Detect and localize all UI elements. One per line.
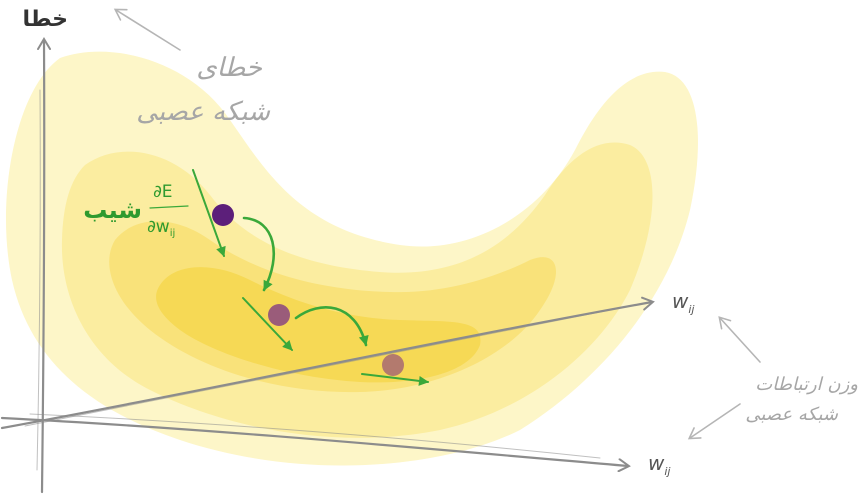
gradient-fraction-line — [149, 205, 189, 209]
vertical-axis — [37, 37, 52, 494]
weights-note-line2: شبکه عصبی — [745, 404, 839, 425]
error-note-line2: شبکه عصبی — [136, 97, 271, 127]
gradient-label: شیب — [83, 196, 142, 224]
horizontal-axis-bottom — [0, 416, 631, 473]
weights-note-line1: وزن ارتباطات — [755, 374, 858, 395]
descent-point-2 — [268, 304, 290, 326]
gradient-arrow-2 — [242, 297, 293, 351]
bottom-axis-label-sub: ij — [664, 465, 671, 478]
gradient-denominator-main: ∂w — [147, 217, 170, 237]
diagonal-axis-label-main: w — [672, 289, 689, 313]
weights-note-arrow-down — [687, 403, 741, 440]
diagonal-axis-ghost — [24, 305, 631, 427]
error-note-line1: خطای — [196, 53, 263, 83]
horizontal-axis-bottom-ghost — [29, 413, 601, 459]
descent-point-3 — [382, 354, 404, 376]
descent-point-1 — [212, 204, 234, 226]
gradient-denominator: ∂wij — [147, 217, 175, 239]
vertical-axis-label: خطا — [22, 7, 68, 32]
diagonal-axis-label-sub: ij — [688, 303, 695, 316]
error-surface — [5, 51, 698, 466]
gradient-arrow-3 — [361, 373, 429, 386]
bottom-axis-label: wij — [648, 451, 671, 478]
vertical-axis-ghost — [36, 89, 41, 471]
gradient-arrows — [149, 169, 429, 386]
descent-step-1 — [242, 216, 276, 292]
diagonal-axis — [0, 296, 655, 430]
surface-layer-core — [156, 267, 481, 383]
weights-note-arrow-up — [718, 316, 761, 363]
gradient-denominator-sub: ij — [170, 228, 176, 239]
descent-step-2 — [294, 306, 369, 347]
note-arrows — [113, 8, 761, 440]
descent-points — [212, 204, 404, 376]
axes — [0, 37, 655, 494]
error-note-arrow — [113, 8, 181, 51]
gradient-arrow-1 — [192, 169, 226, 257]
bottom-axis-label-main: w — [648, 451, 665, 475]
gradient-numerator: ∂E — [153, 182, 173, 202]
diagonal-axis-label: wij — [672, 289, 695, 316]
